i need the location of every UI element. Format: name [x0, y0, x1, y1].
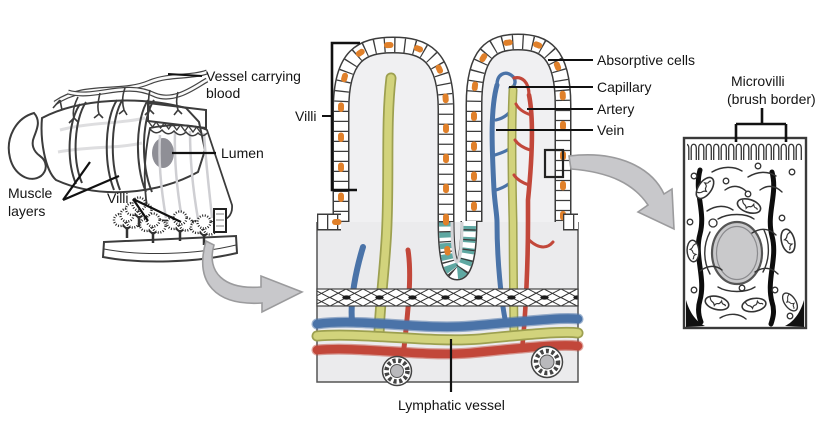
vessel-carrying-blood-text-line2: blood: [206, 85, 240, 101]
muscle-ring-bands: [68, 98, 155, 193]
villi-cross-section: [311, 33, 584, 387]
muscularis-band: [316, 288, 579, 307]
intestinal-glands: [381, 345, 564, 387]
vesicles: [686, 162, 796, 320]
label-lumen: Lumen: [172, 145, 264, 161]
nucleus: [704, 213, 770, 293]
label-absorptive-cells: Absorptive cells: [548, 52, 695, 68]
microvilli-border: [687, 141, 803, 161]
label-villi-middle: Villi: [295, 41, 360, 192]
magnified-region-box-right: [543, 148, 565, 179]
label-microvilli: Microvilli (brush border): [727, 73, 816, 142]
small-intestine-illustration: [7, 69, 239, 263]
lymphatic-horizontal: [313, 328, 582, 344]
capillary-loop: [495, 71, 517, 90]
muscle-layers-text-line2: layers: [8, 203, 45, 219]
vessel-carrying-blood-text-line1: Vessel carrying: [206, 68, 301, 84]
absorptive-cells-text: Absorptive cells: [597, 52, 695, 68]
vein-branch-left: [348, 244, 366, 324]
label-artery: Artery: [527, 101, 634, 117]
intestine-tube: [40, 99, 207, 194]
villi-left-text: Villi: [107, 190, 129, 206]
lumen-opening: [152, 138, 174, 168]
vein-horizontal: [312, 314, 583, 332]
zoom-arrow-right: [568, 154, 675, 231]
villi-slab: [101, 196, 239, 263]
labels-layer: Vessel carrying blood Lumen Muscle layer…: [8, 41, 816, 413]
label-vein: Vein: [496, 122, 624, 138]
intestinal-crypt: [437, 218, 478, 281]
label-muscle-layers: Muscle layers: [8, 161, 120, 219]
artery-vessel: [519, 92, 535, 353]
villi-middle-text: Villi: [295, 108, 317, 124]
outer-wall-flap: [147, 101, 207, 130]
left-villus-epithelium: [332, 36, 455, 225]
submucosal-vessels: [311, 313, 584, 360]
zoom-arrow-left: [201, 239, 304, 314]
lymphatic-vessel-text: Lymphatic vessel: [398, 397, 505, 413]
capillary-text: Capillary: [597, 79, 651, 95]
artery-text: Artery: [597, 101, 634, 117]
label-capillary: Capillary: [509, 79, 651, 95]
lateral-membrane-right: [767, 169, 777, 327]
inner-wall-curtain: [143, 124, 233, 223]
label-vessel-carrying-blood: Vessel carrying blood: [167, 68, 301, 101]
endoplasmic-reticulum: [699, 166, 783, 320]
artery-horizontal: [312, 341, 583, 359]
microvilli-text-line2: (brush border): [727, 91, 816, 107]
cut-open-section: [143, 101, 233, 223]
muscle-layers-text-line1: Muscle: [8, 185, 53, 201]
vein-vessel: [489, 82, 509, 327]
microvilli-text-line1: Microvilli: [731, 73, 785, 89]
absorptive-cell-detail: [682, 136, 808, 330]
label-lymphatic-vessel: Lymphatic vessel: [398, 339, 505, 413]
intestine-loop: [7, 111, 47, 180]
lumen-text: Lumen: [221, 145, 264, 161]
lateral-membrane-left: [695, 167, 705, 325]
right-villus-epithelium: [465, 33, 572, 225]
vein-text: Vein: [597, 122, 624, 138]
blood-vessels-illustration: [52, 69, 209, 124]
label-villi-left: Villi: [107, 190, 182, 223]
